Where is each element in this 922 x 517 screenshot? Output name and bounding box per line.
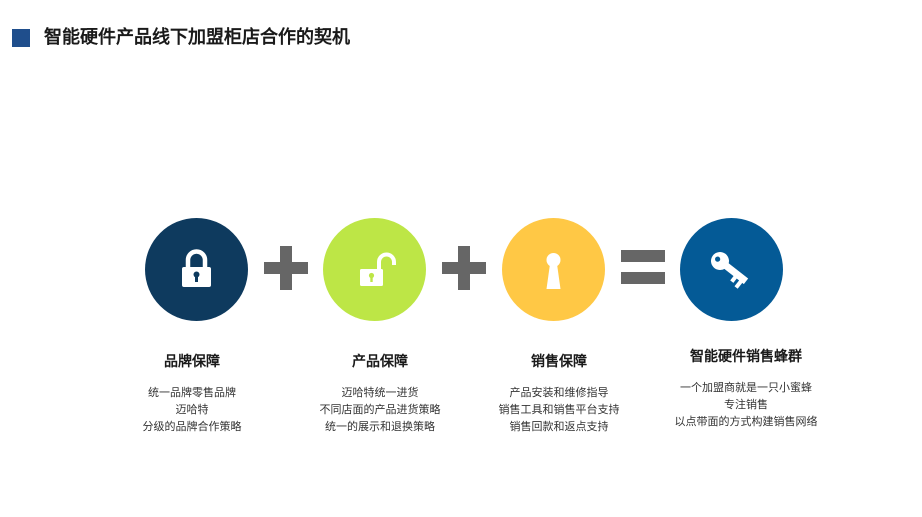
description-line: 专注销售 (724, 398, 768, 411)
sales-swarm-circle (680, 218, 783, 321)
product-guarantee-text: 产品保障 迈哈特统一进货 不同店面的产品进货策略 统一的展示和退换策略 (285, 352, 475, 435)
column-title: 品牌保障 (164, 354, 220, 370)
column-description: 统一品牌零售品牌 迈哈特 分级的品牌合作策略 (97, 384, 287, 435)
description-line: 统一的展示和退换策略 (325, 420, 435, 433)
lock-closed-icon (182, 249, 211, 287)
description-line: 产品安装和维修指导 (509, 386, 609, 399)
page-title: 智能硬件产品线下加盟柜店合作的契机 (44, 27, 350, 48)
plus-operator-icon (264, 246, 308, 290)
brand-guarantee-text: 品牌保障 统一品牌零售品牌 迈哈特 分级的品牌合作策略 (97, 352, 287, 435)
sales-guarantee-text: 销售保障 产品安装和维修指导 销售工具和销售平台支持 销售回款和返点支持 (464, 352, 654, 435)
description-line: 不同店面的产品进货策略 (319, 403, 441, 416)
column-description: 产品安装和维修指导 销售工具和销售平台支持 销售回款和返点支持 (464, 384, 654, 435)
description-line: 迈哈特 (175, 403, 209, 416)
column-description: 一个加盟商就是一只小蜜蜂 专注销售 以点带面的方式构建销售网络 (651, 379, 841, 430)
column-title: 智能硬件销售蜂群 (690, 349, 802, 365)
description-line: 迈哈特统一进货 (341, 386, 419, 399)
description-line: 分级的品牌合作策略 (142, 420, 242, 433)
description-line: 以点带面的方式构建销售网络 (674, 415, 818, 428)
key-icon (711, 252, 749, 289)
lock-open-icon (360, 252, 396, 286)
equals-operator-icon (621, 250, 665, 284)
sales-swarm-text: 智能硬件销售蜂群 一个加盟商就是一只小蜜蜂 专注销售 以点带面的方式构建销售网络 (651, 347, 841, 430)
plus-operator-icon (442, 246, 486, 290)
title-accent-square (12, 29, 30, 47)
keyhole-icon (546, 253, 561, 289)
description-line: 统一品牌零售品牌 (148, 386, 236, 399)
description-line: 销售工具和销售平台支持 (498, 403, 620, 416)
description-line: 销售回款和返点支持 (509, 420, 609, 433)
column-description: 迈哈特统一进货 不同店面的产品进货策略 统一的展示和退换策略 (285, 384, 475, 435)
product-guarantee-circle (323, 218, 426, 321)
description-line: 一个加盟商就是一只小蜜蜂 (680, 381, 812, 394)
sales-guarantee-circle (502, 218, 605, 321)
column-title: 销售保障 (531, 354, 587, 370)
column-title: 产品保障 (352, 354, 408, 370)
brand-guarantee-circle (145, 218, 248, 321)
